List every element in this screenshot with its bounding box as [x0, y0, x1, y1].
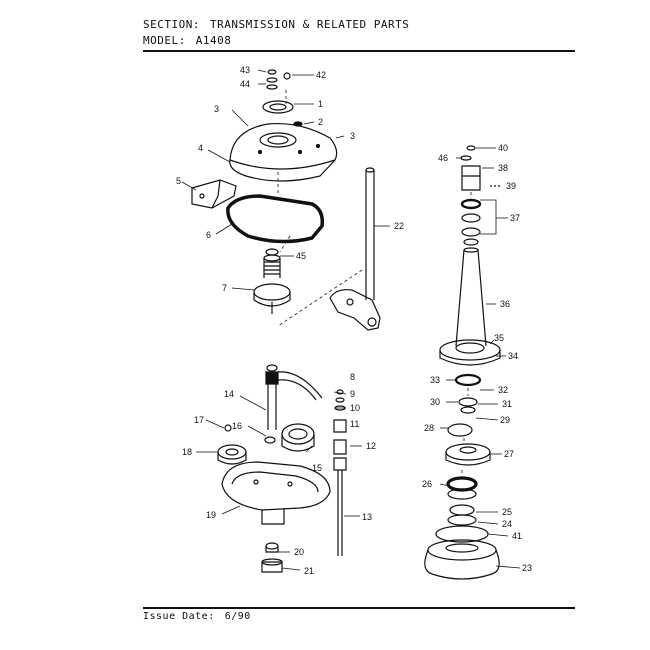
- section-label: SECTION:: [143, 18, 200, 31]
- part-hub-27: [445, 443, 491, 466]
- callout-42: 42: [316, 70, 326, 80]
- callout-36: 36: [500, 299, 510, 309]
- callout-16: 16: [232, 421, 242, 431]
- header-rule: [143, 50, 575, 52]
- callout-45: 45: [296, 251, 306, 261]
- callout-40: 40: [498, 143, 508, 153]
- part-oring-28: [447, 423, 473, 437]
- part-screw-17: [224, 424, 232, 432]
- callout-25: 25: [502, 507, 512, 517]
- callout-33: 33: [430, 375, 440, 385]
- callout-1: 1: [318, 99, 323, 109]
- callout-24: 24: [502, 519, 512, 529]
- section-title: TRANSMISSION & RELATED PARTS: [209, 18, 410, 31]
- part-washer-16: [264, 436, 276, 444]
- callout-17: 17: [194, 415, 204, 425]
- part-tube-36: [455, 247, 487, 347]
- footer-rule: [143, 607, 575, 609]
- callout-10: 10: [350, 403, 360, 413]
- callout-46: 46: [438, 153, 448, 163]
- callout-30: 30: [430, 397, 440, 407]
- part-seal-1: [262, 100, 294, 114]
- part-bushing-20: [265, 542, 279, 553]
- callout-35: 35: [494, 333, 504, 343]
- part-gear-15: [281, 423, 315, 452]
- callout-28: 28: [424, 423, 434, 433]
- callout-26: 26: [422, 479, 432, 489]
- section-line: SECTION: TRANSMISSION & RELATED PARTS: [143, 18, 409, 31]
- part-rings-24-25: [447, 504, 477, 526]
- part-cap-21: [261, 558, 283, 573]
- part-base-23: [424, 539, 500, 580]
- callout-14: 14: [224, 389, 234, 399]
- callout-38: 38: [498, 163, 508, 173]
- part-seal-26: [446, 476, 478, 500]
- callout-4: 4: [198, 143, 203, 153]
- part-shaft-22: [365, 167, 375, 300]
- callout-15: 15: [312, 463, 322, 473]
- callout-11: 11: [350, 419, 359, 429]
- callout-5: 5: [176, 176, 181, 186]
- part-agitator-arm: [329, 289, 381, 331]
- part-clip-46: [460, 155, 472, 161]
- callout-31: 31: [502, 399, 512, 409]
- callout-27: 27: [504, 449, 514, 459]
- callout-44: 44: [240, 79, 250, 89]
- issue-label: Issue Date:: [143, 611, 215, 622]
- callout-12: 12: [366, 441, 376, 451]
- part-ring-32-33: [454, 373, 482, 387]
- callout-29: 29: [500, 415, 510, 425]
- model-line: MODEL: A1408: [143, 34, 231, 47]
- callout-32: 32: [498, 385, 508, 395]
- callout-9: 9: [350, 389, 355, 399]
- callout-3b: 3: [350, 131, 355, 141]
- callout-22: 22: [394, 221, 404, 231]
- callout-18: 18: [182, 447, 192, 457]
- part-seal-37: [460, 198, 482, 246]
- part-coupling-38: [461, 165, 481, 191]
- callout-8: 8: [350, 372, 355, 382]
- callout-39: 39: [506, 181, 516, 191]
- part-pinion-7: [253, 254, 291, 314]
- callout-2: 2: [318, 117, 323, 127]
- callout-34: 34: [508, 351, 518, 361]
- part-bearing-30-31: [458, 397, 478, 414]
- part-bracket-5: [191, 179, 237, 209]
- callout-19: 19: [206, 510, 216, 520]
- part-pin-43-44: [266, 69, 291, 90]
- callout-37: 37: [510, 213, 520, 223]
- callout-23: 23: [522, 563, 532, 573]
- model-number: A1408: [195, 34, 232, 47]
- callout-41: 41: [512, 531, 522, 541]
- callout-7: 7: [222, 283, 227, 293]
- part-oring-45: [265, 248, 279, 256]
- part-rack-bar: [277, 371, 323, 401]
- callout-13: 13: [362, 512, 372, 522]
- part-shaft-14: [265, 364, 279, 430]
- callout-labels: 1 2 3 3 4 5 6 7 8 9 10 11 12 13 14 15 16…: [176, 65, 532, 576]
- callout-6: 6: [206, 230, 211, 240]
- part-cover-4: [229, 122, 338, 182]
- callout-3a: 3: [214, 104, 219, 114]
- part-stack-8-13: [333, 389, 347, 556]
- part-housing-19: [221, 461, 331, 525]
- model-label: MODEL:: [143, 34, 186, 47]
- callout-21: 21: [304, 566, 314, 576]
- part-gasket-6: [226, 194, 325, 244]
- callout-43: 43: [240, 65, 250, 75]
- part-gear-18: [217, 444, 247, 465]
- callout-20: 20: [294, 547, 304, 557]
- part-flange-34-35: [439, 339, 501, 366]
- issue-line: Issue Date: 6/90: [143, 611, 251, 622]
- part-cap-40: [466, 145, 476, 151]
- issue-date: 6/90: [224, 611, 251, 622]
